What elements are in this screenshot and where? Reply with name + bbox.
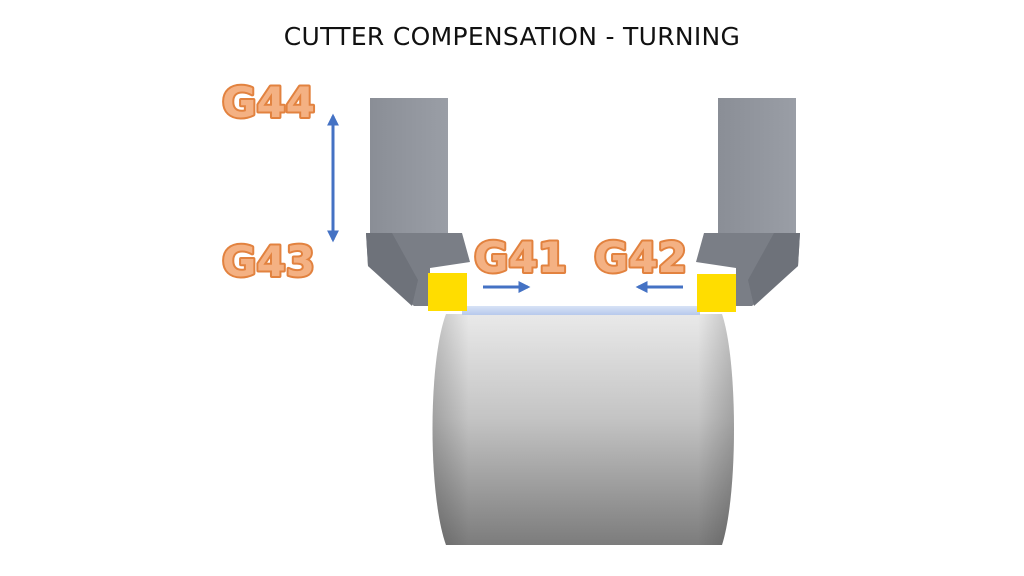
left-cutting-insert [428,273,467,311]
label-g41: G41 [474,233,567,282]
workpiece-cylinder [432,314,734,545]
slide-title: CUTTER COMPENSATION - TURNING [283,22,741,51]
right-cutting-insert [697,274,736,312]
right-turning-tool [696,98,800,306]
left-turning-tool [366,98,470,306]
label-g43: G43 [222,237,315,286]
label-g44: G44 [222,78,315,127]
label-g42: G42 [594,233,687,282]
cutting-path-line [462,306,700,315]
